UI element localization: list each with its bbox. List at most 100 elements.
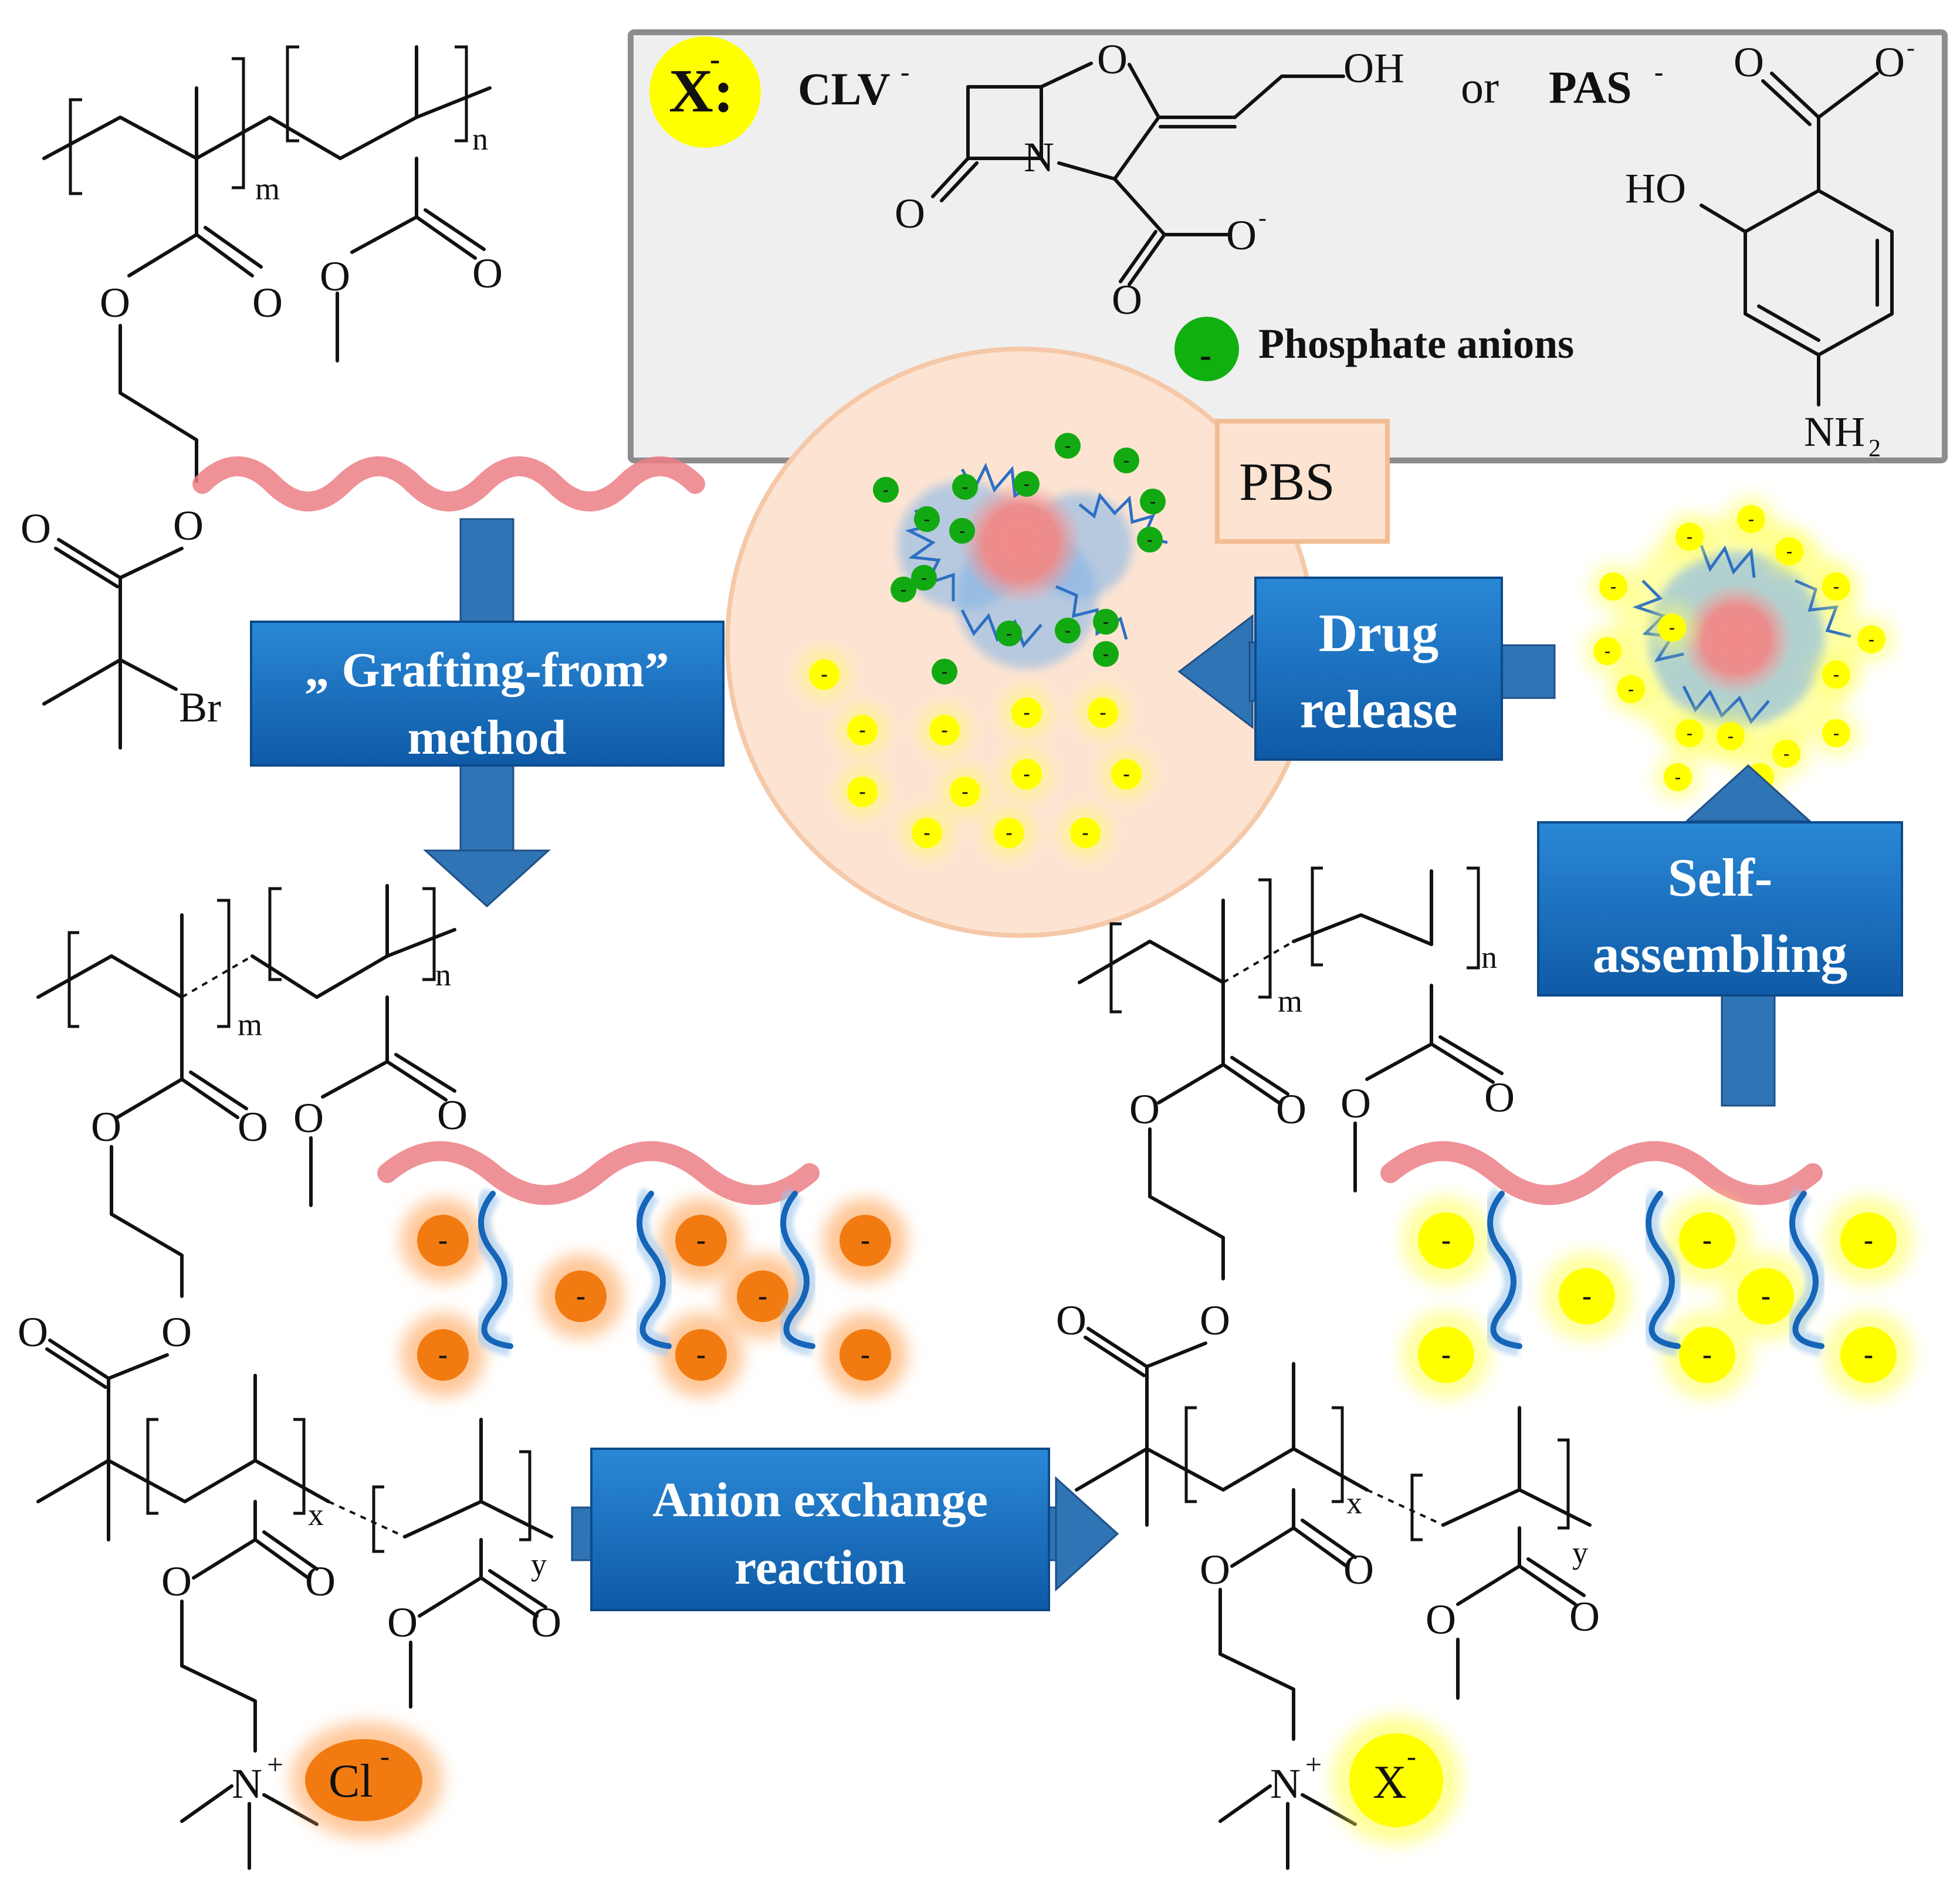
chloride-anion-sign: - [758,1280,767,1311]
drug-anion [1679,1327,1735,1383]
drug-release-label-box: Drug release [1254,577,1503,761]
pas-oxygen-minus: O [1874,39,1905,86]
chloride-anion-sign: - [861,1224,870,1255]
phosphate-label: Phosphate anions [1258,320,1574,367]
clavulanate-structure: O OH N O O O - [895,36,1404,323]
clv-ring-oxygen: O [1097,36,1128,83]
subscript-y-right: y [1572,1535,1588,1570]
grafting-from-line2: method [408,710,567,765]
phosphate-anion [1093,641,1119,667]
micelle-drug-anion [1664,763,1692,791]
chloride-anion [737,1270,788,1322]
nitrogen-plus-left: + [267,1748,283,1781]
bromine-atom: Br [179,684,221,731]
grafted-copolymer-drug: m n O O O O O O x y O O [1056,866,1913,1870]
micelle-drug-anion [1675,523,1704,551]
drug-anion-sign: - [1441,1224,1451,1255]
micelle-drug-anion-sign: - [1783,744,1789,763]
micelle-drug-anion [1617,675,1645,703]
pas-carbonyl-oxygen: O [1734,39,1764,86]
self-assembling-line2: assembling [1593,924,1848,984]
phosphate-minus: - [1200,336,1211,374]
subscript-m-mid: m [238,1007,262,1042]
clv-oxygen-minus-sup: - [1258,205,1267,232]
phosphate-anion-sign: - [959,521,965,540]
micelle-drug-anion-sign: - [1669,618,1675,637]
grafting-from-label-box: „ Grafting-from” method [250,621,725,767]
grafting-from-line1: „ Grafting-from” [304,643,669,697]
micelle-drug-anion [1593,637,1622,665]
ester-oxygen-5: O [293,1095,324,1141]
phosphate-anion-sign: - [901,580,906,599]
released-drug-anion-sign: - [1123,763,1129,785]
carbonyl-oxygen-12: O [1343,1546,1374,1593]
phosphate-anion-sign: - [1123,450,1129,470]
quaternary-nitrogen-right: N [1270,1760,1301,1807]
chloride-anion-sign: - [861,1339,870,1370]
released-drug-anion-sign: - [1023,702,1030,723]
micelle-drug-anion [1737,505,1765,533]
micelle-drug-anion [1772,740,1800,768]
carbonyl-oxygen-11: O [1056,1297,1086,1344]
chloride-anion-sign: - [438,1339,448,1370]
pas-oxygen-minus-sup: - [1907,35,1915,62]
drug-release-line2: release [1299,679,1457,739]
released-drug-anion-sign: - [859,719,865,741]
phosphate-anion [1113,448,1139,473]
pas-minus-sup: - [1654,57,1663,87]
carbonyl-oxygen-6: O [18,1309,48,1356]
carbonyl-oxygen-3: O [21,505,51,552]
chloride-anion-cloud: -------- [401,1198,908,1397]
drug-anion-sign: - [1702,1339,1712,1370]
clv-carboxyl-oxygen: O [1112,276,1142,323]
released-drug-anion [1011,697,1042,728]
subscript-x-right: x [1346,1485,1362,1520]
anion-exchange-line2: reaction [734,1540,906,1595]
chloride-anion [675,1329,727,1381]
subscript-n-right: n [1481,940,1497,975]
released-drug-anion-sign: - [1023,763,1030,785]
drug-anion [1840,1327,1897,1383]
released-drug-anion [1111,759,1142,789]
micelle-drug-anion [1822,572,1850,601]
clv-nitrogen: N [1024,134,1054,181]
ester-oxygen-12: O [1200,1546,1230,1593]
micelle-drug-anion-sign: - [1604,641,1610,660]
micelle-drug-anion-sign: - [1628,679,1634,699]
ester-oxygen-10: O [1340,1080,1371,1127]
brush-side-chains-right [1480,1187,1826,1356]
released-drug-anion-sign: - [1006,822,1012,843]
chloride-anion [417,1329,469,1381]
micelle-drug-anion-sign: - [1833,665,1839,684]
micelle-drug-anion [1675,719,1704,747]
carbonyl-oxygen-5: O [437,1092,468,1138]
phosphate-anion-sign: - [1147,530,1153,549]
pas-amine-subscript: 2 [1868,435,1881,462]
micelle-drug-anion [1822,719,1850,747]
phosphate-anion [911,565,937,591]
initiator-copolymer-structure: m n O O O O O O Br [21,45,705,750]
or-label: or [1461,62,1499,113]
chloride-anion-sign: - [696,1339,706,1370]
clv-label: CLV [798,63,891,114]
phosphate-anion-sign: - [942,662,947,681]
drug-anion [1418,1327,1474,1383]
drug-anion [1679,1212,1735,1269]
clv-carbonyl-oxygen: O [895,190,925,237]
micelle-drug-anion-sign: - [1833,577,1839,596]
released-drug-anion [1011,759,1042,789]
drug-anion-cloud: -------- [1402,1196,1913,1400]
clv-hydroxyl: OH [1343,45,1404,92]
chloride-minus: - [380,1741,390,1772]
chloride-anion-sign: - [438,1224,448,1255]
phosphate-anion [1093,609,1119,635]
drug-counterion [1349,1733,1443,1827]
released-drug-anion [1088,697,1118,728]
pbs-label: PBS [1239,452,1335,511]
phosphate-anion [873,477,899,503]
micelle-drug-anion [1857,625,1885,653]
ester-oxygen-4: O [91,1103,121,1150]
phosphate-anion [914,506,940,532]
chloride-anion [417,1215,469,1266]
phosphate-anion [1055,618,1081,643]
